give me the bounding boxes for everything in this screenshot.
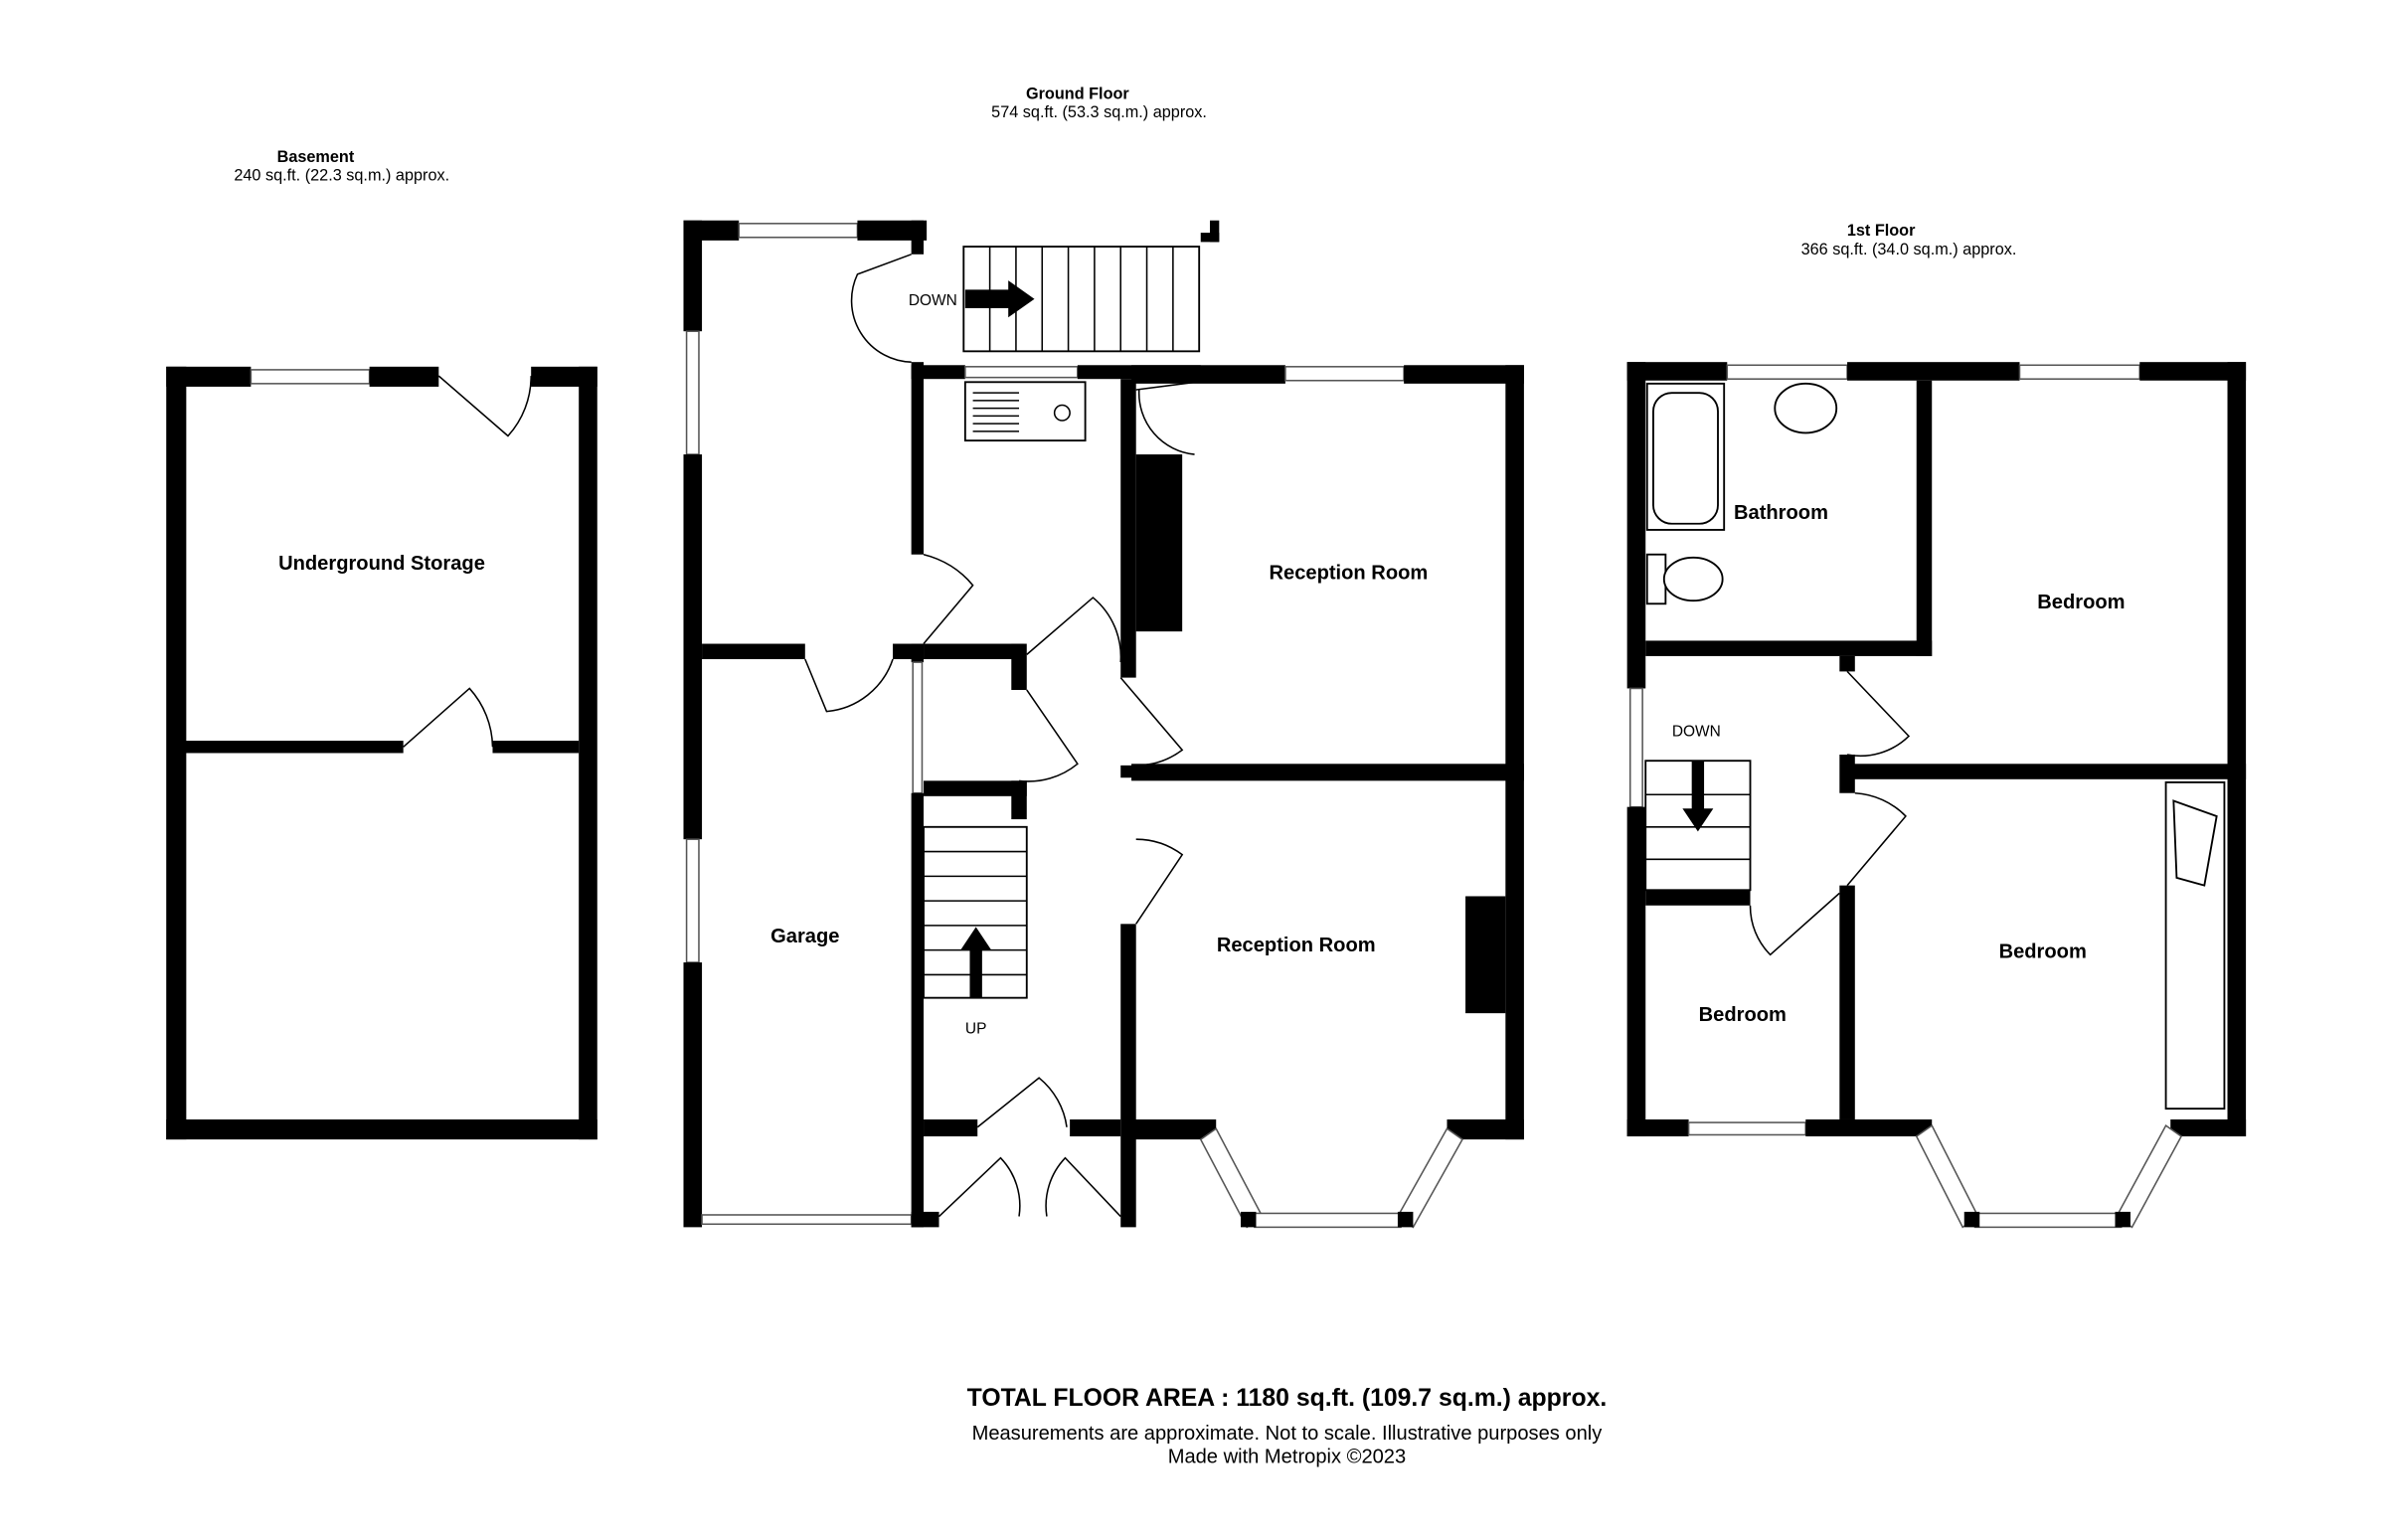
disclaimer: Measurements are approximate. Not to sca…: [972, 1423, 1604, 1445]
first-floor-stairs: DOWN: [1644, 723, 1752, 892]
credit: Made with Metropix ©2023: [1168, 1446, 1407, 1467]
ground-floor-area: 574 sq.ft. (53.3 sq.m.) approx.: [991, 103, 1207, 121]
stairs-down-label: DOWN: [909, 292, 957, 309]
room-underground-storage: Underground Storage: [278, 553, 485, 575]
first-floor-area: 366 sq.ft. (34.0 sq.m.) approx.: [1801, 241, 2017, 258]
basement-plan: Underground Storage: [166, 366, 597, 1140]
stairs-up-label: UP: [965, 1020, 987, 1037]
toilet-icon: [1645, 553, 1667, 605]
first-floor-title: 1st Floor: [1847, 222, 1916, 240]
room-garage: Garage: [770, 926, 839, 947]
basement-title: Basement: [277, 148, 355, 166]
room-bathroom: Bathroom: [1734, 502, 1828, 524]
first-floor-plan: Bathroom Bedroom DOWN Bedroom Bedroom: [1626, 362, 2247, 1229]
ground-floor-plan: DOWN Reception Room: [683, 220, 1524, 1229]
room-bedroom-2: Bedroom: [1999, 941, 2087, 962]
room-bedroom-1: Bedroom: [2037, 592, 2125, 613]
room-reception-room-1: Reception Room: [1270, 563, 1429, 585]
stairs-up: UP: [923, 825, 1028, 1037]
room-reception-room-2: Reception Room: [1217, 935, 1376, 956]
basement-area: 240 sq.ft. (22.3 sq.m.) approx.: [234, 166, 449, 184]
ground-floor-title: Ground Floor: [1026, 85, 1129, 102]
stairs-down-label-first: DOWN: [1672, 723, 1721, 740]
stairs-down: DOWN: [909, 246, 1201, 353]
room-bedroom-3: Bedroom: [1699, 1004, 1787, 1026]
washbasin-icon: [1774, 382, 1838, 434]
total-floor-area: TOTAL FLOOR AREA : 1180 sq.ft. (109.7 sq…: [967, 1385, 1608, 1412]
